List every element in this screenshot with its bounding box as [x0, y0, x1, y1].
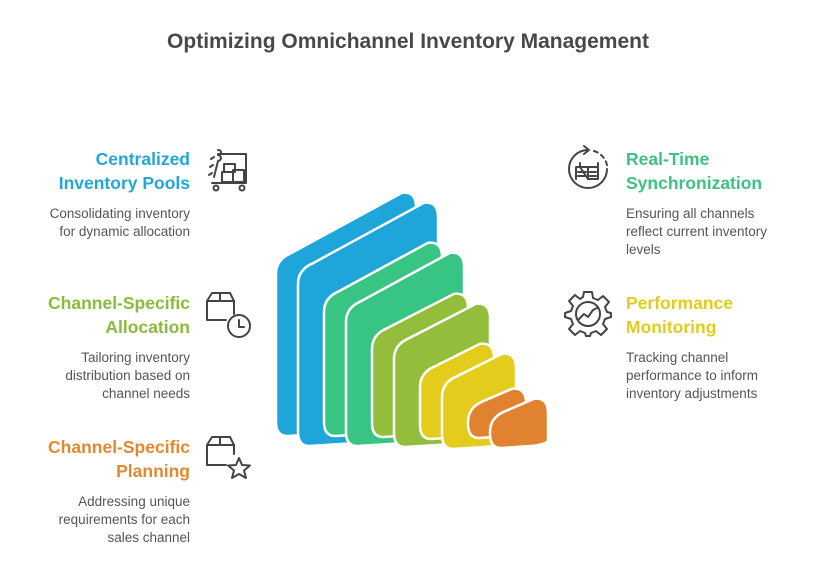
desc-line: Addressing unique — [78, 494, 190, 509]
heading-line: Real-Time — [626, 149, 710, 169]
diagram-title: Optimizing Omnichannel Inventory Managem… — [167, 30, 649, 53]
desc-line: distribution based on — [65, 368, 190, 383]
block-front-face — [488, 397, 550, 450]
desc-line: Ensuring all channels — [626, 206, 755, 221]
item-description: Tailoring inventory distribution based o… — [0, 349, 190, 403]
item-description: Consolidating inventory for dynamic allo… — [0, 205, 190, 241]
item-performance-monitoring: Performance Monitoring Tracking channel … — [626, 291, 806, 403]
heading-line: Inventory Pools — [58, 173, 190, 193]
heading-line: Allocation — [105, 317, 190, 337]
heading-line: Synchronization — [626, 173, 763, 193]
box-clock-icon — [204, 290, 252, 338]
desc-line: channel needs — [102, 386, 190, 401]
desc-line: sales channel — [107, 530, 190, 545]
heading-line: Monitoring — [626, 317, 717, 337]
heading-line: Channel-Specific — [48, 293, 190, 313]
heading-line: Channel-Specific — [48, 437, 190, 457]
sync-inventory-icon — [564, 145, 612, 193]
desc-line: inventory adjustments — [626, 386, 758, 401]
desc-line: performance to inform — [626, 368, 759, 383]
gear-chart-icon — [564, 290, 612, 338]
item-description: Addressing unique requirements for each … — [0, 493, 190, 547]
item-heading: Real-Time Synchronization — [626, 147, 806, 195]
item-centralized-inventory-pools: Centralized Inventory Pools Consolidatin… — [0, 147, 190, 241]
item-channel-specific-planning: Channel-Specific Planning Addressing uni… — [0, 435, 190, 547]
heading-line: Centralized — [95, 149, 190, 169]
item-heading: Centralized Inventory Pools — [0, 147, 190, 195]
box-star-icon — [204, 434, 252, 482]
warehouse-cart-icon — [206, 145, 254, 193]
heading-line: Performance — [626, 293, 733, 313]
item-heading: Channel-Specific Planning — [0, 435, 190, 483]
block-layer-orange — [466, 387, 550, 450]
item-real-time-synchronization: Real-Time Synchronization Ensuring all c… — [626, 147, 806, 259]
heading-line: Planning — [116, 461, 190, 481]
desc-line: for dynamic allocation — [59, 224, 190, 239]
item-heading: Channel-Specific Allocation — [0, 291, 190, 339]
desc-line: reflect current inventory — [626, 224, 768, 239]
item-heading: Performance Monitoring — [626, 291, 806, 339]
item-channel-specific-allocation: Channel-Specific Allocation Tailoring in… — [0, 291, 190, 403]
desc-line: Tracking channel — [626, 350, 729, 365]
item-description: Tracking channel performance to inform i… — [626, 349, 806, 403]
desc-line: requirements for each — [58, 512, 190, 527]
desc-line: Tailoring inventory — [81, 350, 190, 365]
layered-blocks-graphic — [274, 191, 550, 450]
desc-line: levels — [626, 242, 661, 257]
item-description: Ensuring all channels reflect current in… — [626, 205, 806, 259]
desc-line: Consolidating inventory — [49, 206, 190, 221]
